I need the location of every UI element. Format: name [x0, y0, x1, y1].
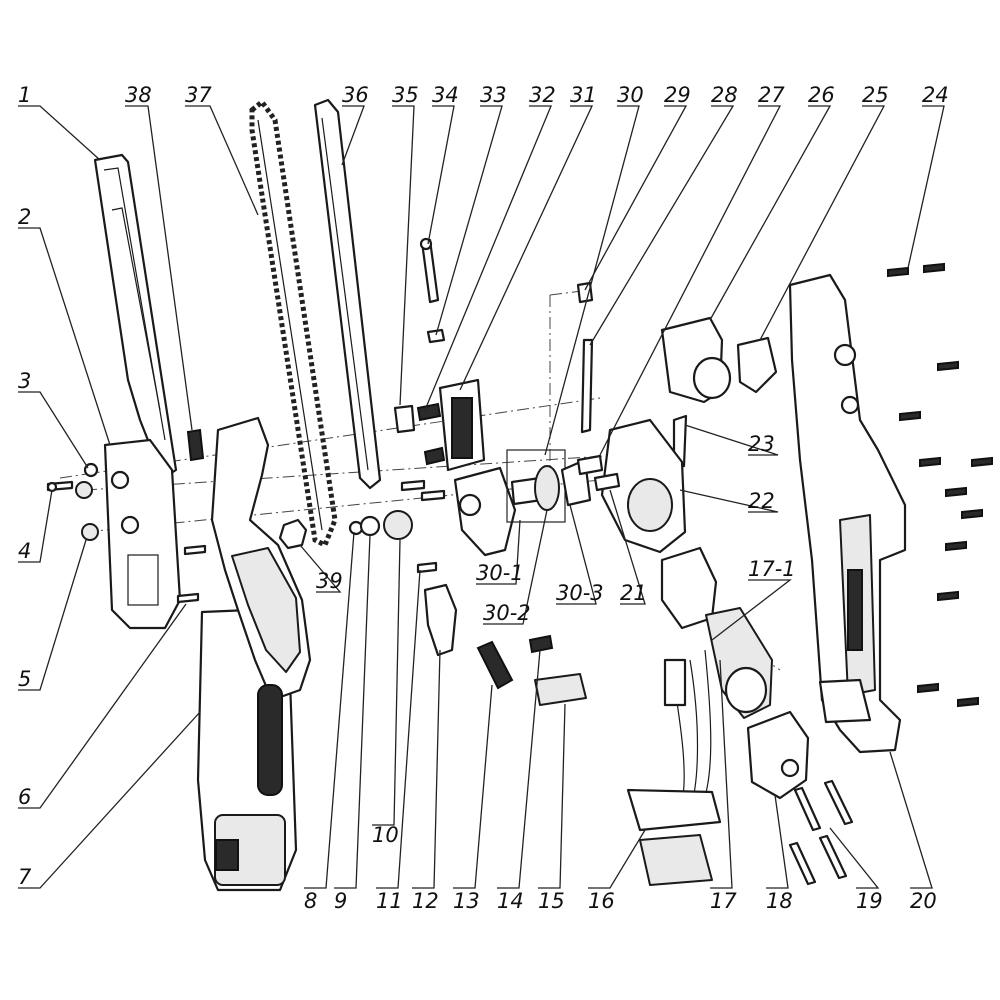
label-21: 21 [620, 581, 647, 605]
part-wiring-board [626, 649, 722, 886]
leader-lines [18, 105, 945, 889]
label-7: 7 [18, 865, 32, 889]
label-30: 30 [617, 83, 644, 107]
label-8: 8 [304, 889, 317, 913]
part-sprocket-assembly [453, 449, 592, 557]
label-17: 17 [710, 889, 737, 913]
label-36: 36 [342, 83, 369, 107]
part-chain [249, 98, 338, 549]
label-14: 14 [497, 889, 524, 913]
label-16: 16 [588, 889, 615, 913]
part-spring-38 [186, 428, 205, 462]
part-right-housing [788, 273, 907, 754]
label-30-3: 30-3 [556, 581, 604, 605]
label-18: 18 [766, 889, 793, 913]
label-1: 1 [18, 83, 31, 107]
label-34: 34 [432, 83, 459, 107]
part-bracket-31 [438, 378, 486, 472]
part-long-screws [788, 779, 854, 886]
part-fasteners-left [46, 462, 99, 541]
part-button-15 [534, 673, 587, 706]
part-side-plate [103, 438, 182, 630]
label-25: 25 [862, 83, 889, 107]
label-30-1: 30-1 [476, 561, 524, 585]
label-17-1: 17-1 [748, 557, 796, 581]
part-nut-39 [278, 518, 308, 550]
part-end-plate [746, 710, 810, 800]
part-switch [423, 583, 458, 657]
label-37: 37 [185, 83, 212, 107]
label-20: 20 [910, 889, 937, 913]
part-spring-32 [416, 402, 446, 466]
part-bar-cover [93, 153, 178, 477]
part-motor-cover [660, 316, 732, 404]
label-15: 15 [538, 889, 565, 913]
label-19: 19 [856, 889, 883, 913]
part-pins-33-34 [419, 237, 446, 344]
label-26: 26 [808, 83, 835, 107]
label-29: 29 [664, 83, 691, 107]
part-gear-housing [576, 418, 687, 554]
part-spring-14 [528, 634, 554, 654]
part-spring-13 [476, 640, 514, 690]
part-screws-24 [887, 262, 993, 708]
label-39: 39 [316, 569, 343, 593]
callout-labels: 1 2 3 4 5 6 7 8 9 10 11 12 13 14 15 16 1… [18, 83, 949, 913]
label-4: 4 [18, 539, 31, 563]
label-2: 2 [18, 205, 31, 229]
label-12: 12 [412, 889, 439, 913]
part-washers [348, 479, 446, 574]
label-23: 23 [748, 432, 775, 456]
label-31: 31 [570, 83, 597, 107]
label-24: 24 [922, 83, 949, 107]
part-bolt-35 [393, 404, 416, 434]
label-11: 11 [376, 889, 403, 913]
label-13: 13 [453, 889, 480, 913]
part-cap-25 [736, 336, 778, 394]
label-33: 33 [480, 83, 507, 107]
label-35: 35 [392, 83, 419, 107]
label-6: 6 [18, 785, 31, 809]
label-5: 5 [18, 667, 31, 691]
part-main-handle [196, 416, 312, 892]
part-guide-bar [313, 98, 382, 490]
label-38: 38 [125, 83, 152, 107]
label-10: 10 [372, 823, 399, 847]
part-rod-28-29 [576, 281, 594, 434]
label-9: 9 [334, 889, 347, 913]
label-22: 22 [748, 489, 775, 513]
label-32: 32 [529, 83, 556, 107]
label-30-2: 30-2 [483, 601, 531, 625]
part-screws-6 [176, 544, 207, 604]
label-27: 27 [758, 83, 785, 107]
label-3: 3 [18, 369, 31, 393]
label-28: 28 [711, 83, 738, 107]
